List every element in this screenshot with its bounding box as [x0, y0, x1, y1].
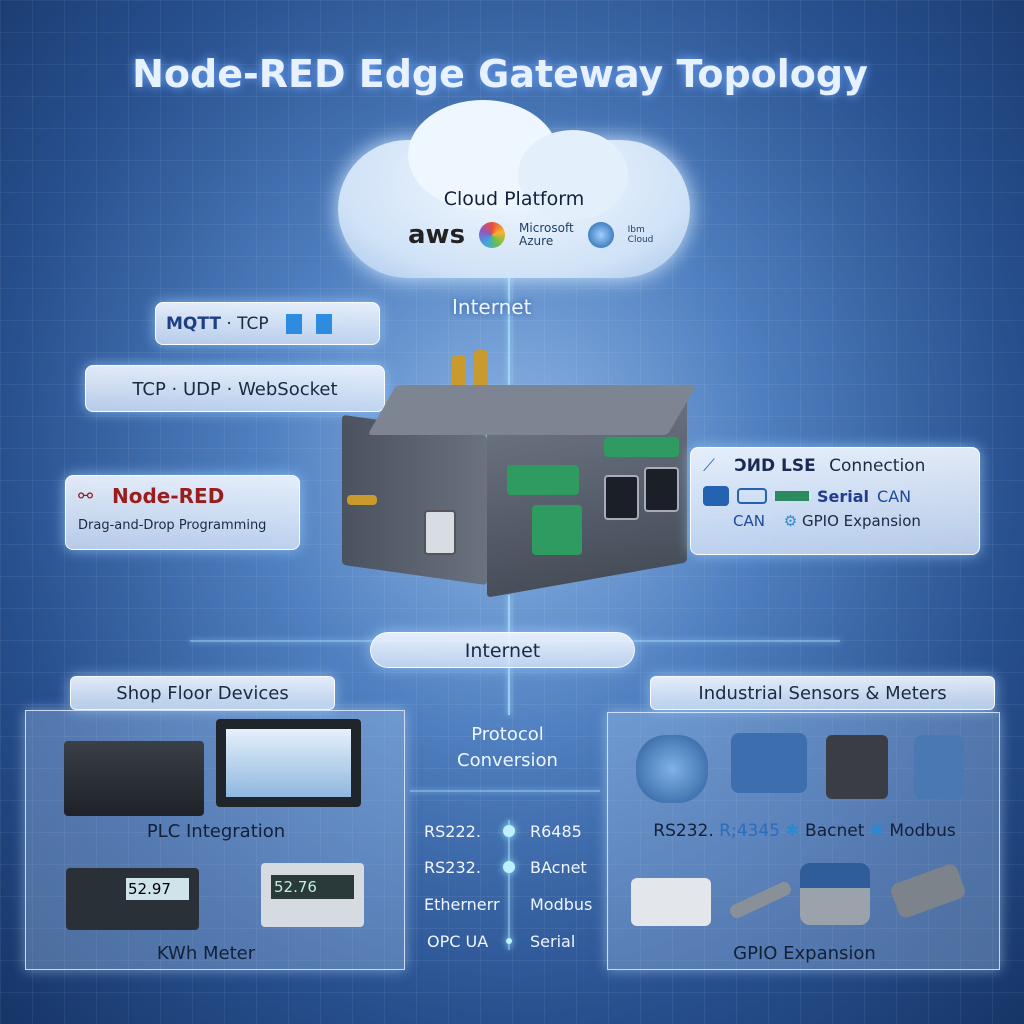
can-label: CAN — [733, 512, 765, 530]
monitor-icon — [737, 488, 767, 504]
protocol-right: Modbus — [530, 895, 593, 914]
protocol-label: R;4345 — [719, 821, 780, 841]
protocol-right: R6485 — [530, 822, 582, 841]
proximity-sensor-image — [888, 862, 968, 920]
node-red-flow-icon: ⚯ — [78, 486, 94, 507]
node-red-title: Node-RED — [112, 484, 225, 508]
page-title: Node-RED Edge Gateway Topology — [132, 52, 868, 96]
shop-floor-panel: PLC Integration 52.97 52.76 KWh Meter — [25, 710, 405, 970]
pressure-transmitter-image — [636, 735, 708, 803]
cable-icon — [775, 491, 809, 501]
protocol-label: Modbus — [889, 821, 956, 841]
connector-line — [410, 790, 600, 792]
connectivity-box: ⟋ ƆИD LSE Connection Serial CAN CAN ⚙ GP… — [690, 447, 980, 555]
azure-label: Microsoft — [519, 221, 574, 235]
ethernet-port — [604, 475, 639, 520]
controller-image — [631, 878, 711, 926]
gpio-expansion-label: GPIO Expansion — [733, 943, 876, 964]
plc-device-image — [64, 741, 204, 816]
node-dot — [506, 938, 512, 944]
kwh-meter-image: 52.76 — [261, 863, 364, 927]
node-red-subtitle: Drag-and-Drop Programming — [78, 518, 267, 533]
aws-logo: aws — [408, 220, 466, 250]
tcp-udp-websocket-box: TCP · UDP · WebSocket — [85, 365, 385, 412]
link-icon: ⟋ — [703, 456, 715, 476]
terminal-block — [604, 437, 679, 457]
protocol-conversion-line: Conversion — [457, 750, 558, 771]
azure-label: Azure — [519, 234, 554, 248]
meter-display: 52.76 — [271, 875, 354, 899]
internet-pill: Internet — [370, 632, 635, 668]
terminal-block — [532, 505, 582, 555]
terminal-block — [507, 465, 579, 495]
kwh-meter-image: 52.97 — [66, 868, 199, 930]
sensors-title: Industrial Sensors & Meters — [650, 676, 995, 710]
protocol-left: Ethernerr — [424, 895, 500, 914]
hmi-panel-image — [216, 719, 361, 807]
mqtt-tcp-box: MQTT · TCP — [155, 302, 380, 345]
probe-image — [728, 879, 793, 921]
usb-port — [424, 510, 456, 555]
serial-label: Serial — [817, 486, 870, 506]
cloud-title: Cloud Platform — [443, 188, 585, 210]
connection-type-label: ƆИD LSE — [734, 456, 816, 476]
flow-sensor-image — [914, 735, 964, 799]
shop-floor-title: Shop Floor Devices — [70, 676, 335, 710]
connector-line — [508, 275, 510, 385]
protocol-left: RS222. — [424, 822, 481, 841]
cube-icon — [315, 314, 332, 334]
sensor-display-image — [731, 733, 807, 793]
protocol-label: Bacnet — [805, 821, 865, 841]
protocol-label: RS232. — [653, 821, 714, 841]
tcp-label: TCP — [132, 379, 166, 400]
gpio-label: GPIO Expansion — [801, 512, 921, 530]
network-icon — [703, 486, 729, 506]
ethernet-port — [644, 467, 679, 512]
internet-label-top: Internet — [452, 295, 532, 319]
node-red-box: ⚯ Node-RED Drag-and-Drop Programming — [65, 475, 300, 550]
ibm-label: Cloud — [627, 235, 654, 245]
level-sensor-image — [800, 863, 870, 925]
node-dot — [503, 861, 515, 873]
meter-image — [826, 735, 888, 799]
ibm-label: Ibm — [627, 225, 645, 235]
tcp-label: · TCP — [226, 314, 269, 334]
protocol-right: Serial — [530, 932, 576, 951]
gear-icon: ⚙ — [783, 512, 798, 530]
protocol-conversion-title: Protocol Conversion — [420, 722, 595, 774]
udp-label: · UDP · — [171, 379, 233, 400]
antenna-connector — [347, 495, 377, 505]
websocket-label: WebSocket — [238, 379, 338, 400]
star-icon: ✱ — [869, 821, 885, 841]
connector-line — [508, 820, 510, 950]
kwh-meter-label: KWh Meter — [156, 943, 256, 964]
meter-display: 52.97 — [126, 878, 189, 900]
sensors-panel: RS232. R;4345 ✱ Bacnet ✱ Modbus GPIO Exp… — [607, 712, 1000, 970]
can-label: CAN — [877, 486, 912, 506]
connection-label: Connection — [829, 456, 926, 476]
protocol-left: RS232. — [424, 858, 481, 877]
protocol-left: OPC UA — [427, 932, 489, 951]
star-icon: ✱ — [785, 821, 800, 841]
azure-icon — [479, 222, 506, 248]
plc-integration-label: PLC Integration — [146, 821, 286, 842]
ibm-cloud-icon — [587, 222, 614, 248]
mqtt-label: MQTT — [166, 314, 221, 334]
protocol-conversion-line: Protocol — [471, 724, 544, 745]
edge-gateway-device — [342, 350, 697, 600]
cube-icon — [286, 314, 303, 334]
protocol-right: BAcnet — [530, 858, 587, 877]
node-dot — [503, 825, 515, 837]
